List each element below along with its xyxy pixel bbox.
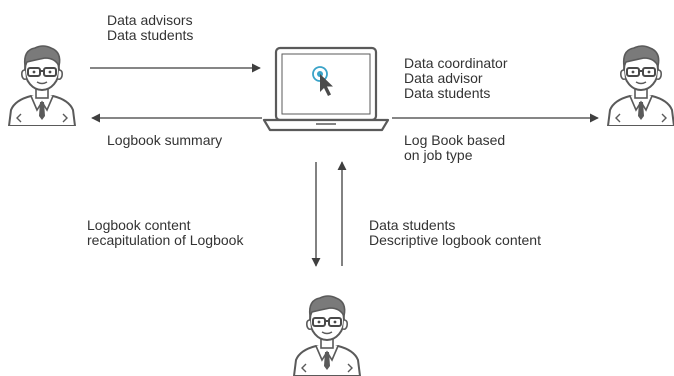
label-to-left-user: Logbook summary <box>107 133 222 148</box>
label-line: Data students <box>369 217 456 233</box>
label-line: Data students <box>107 27 194 43</box>
user-with-glasses-icon <box>7 45 77 126</box>
label-line: on job type <box>404 147 473 163</box>
label-line: Descriptive logbook content <box>369 232 541 248</box>
right-user-icon <box>604 40 674 126</box>
label-line: Data coordinator <box>404 55 508 71</box>
label-line: Data advisor <box>404 70 483 86</box>
left-user-icon <box>5 40 79 126</box>
label-to-system: Data advisors Data students <box>107 13 193 43</box>
label-line: Logbook content <box>87 217 191 233</box>
bottom-user-icon <box>290 290 364 376</box>
label-line: Data students <box>404 85 491 101</box>
label-line: Logbook summary <box>107 132 223 148</box>
user-with-glasses-icon <box>606 45 674 126</box>
label-to-bottom-user: Logbook content recapitulation of Logboo… <box>87 218 243 248</box>
label-to-right-user: Data coordinator Data advisor Data stude… <box>404 56 508 101</box>
user-with-glasses-icon <box>292 295 362 376</box>
label-from-bottom-user: Data students Descriptive logbook conten… <box>369 218 541 248</box>
laptop-icon <box>262 44 390 134</box>
cursor-click-icon <box>312 66 333 96</box>
label-line: Log Book based <box>404 132 506 148</box>
label-line: recapitulation of Logbook <box>87 232 244 248</box>
label-line: Data advisors <box>107 12 193 28</box>
label-right-user-output: Log Book based on job type <box>404 133 505 163</box>
